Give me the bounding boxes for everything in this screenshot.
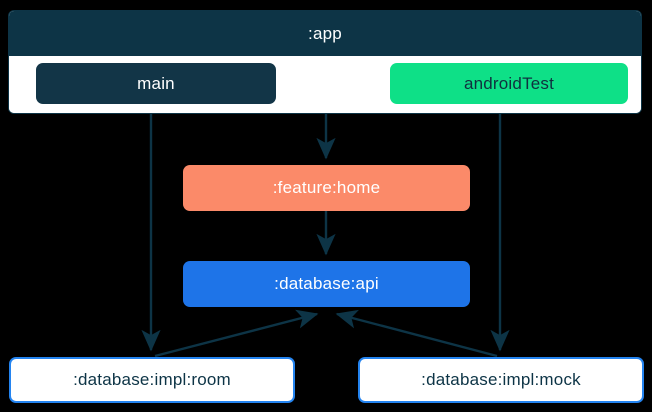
- node-feature-home-label: :feature:home: [272, 178, 381, 197]
- node-database-api-label: :database:api: [274, 274, 379, 293]
- node-database-impl-mock-label: :database:impl:mock: [421, 370, 581, 389]
- node-database-impl-room[interactable]: :database:impl:room: [9, 357, 295, 403]
- node-database-impl-mock[interactable]: :database:impl:mock: [358, 357, 644, 403]
- node-androidtest[interactable]: androidTest: [390, 63, 628, 104]
- node-main-label: main: [137, 73, 175, 93]
- node-main[interactable]: main: [36, 63, 276, 104]
- node-database-api[interactable]: :database:api: [183, 261, 470, 307]
- cluster-app[interactable]: :app main androidTest: [8, 10, 642, 114]
- cluster-app-label: :app: [9, 11, 641, 56]
- edge-database-impl-mock-to-database-api: [335, 309, 498, 358]
- node-androidtest-label: androidTest: [463, 73, 555, 93]
- node-feature-home[interactable]: :feature:home: [183, 165, 470, 211]
- node-database-impl-room-label: :database:impl:room: [73, 370, 231, 389]
- cluster-app-body: main androidTest: [9, 56, 641, 113]
- edge-database-impl-room-to-database-api: [154, 309, 319, 358]
